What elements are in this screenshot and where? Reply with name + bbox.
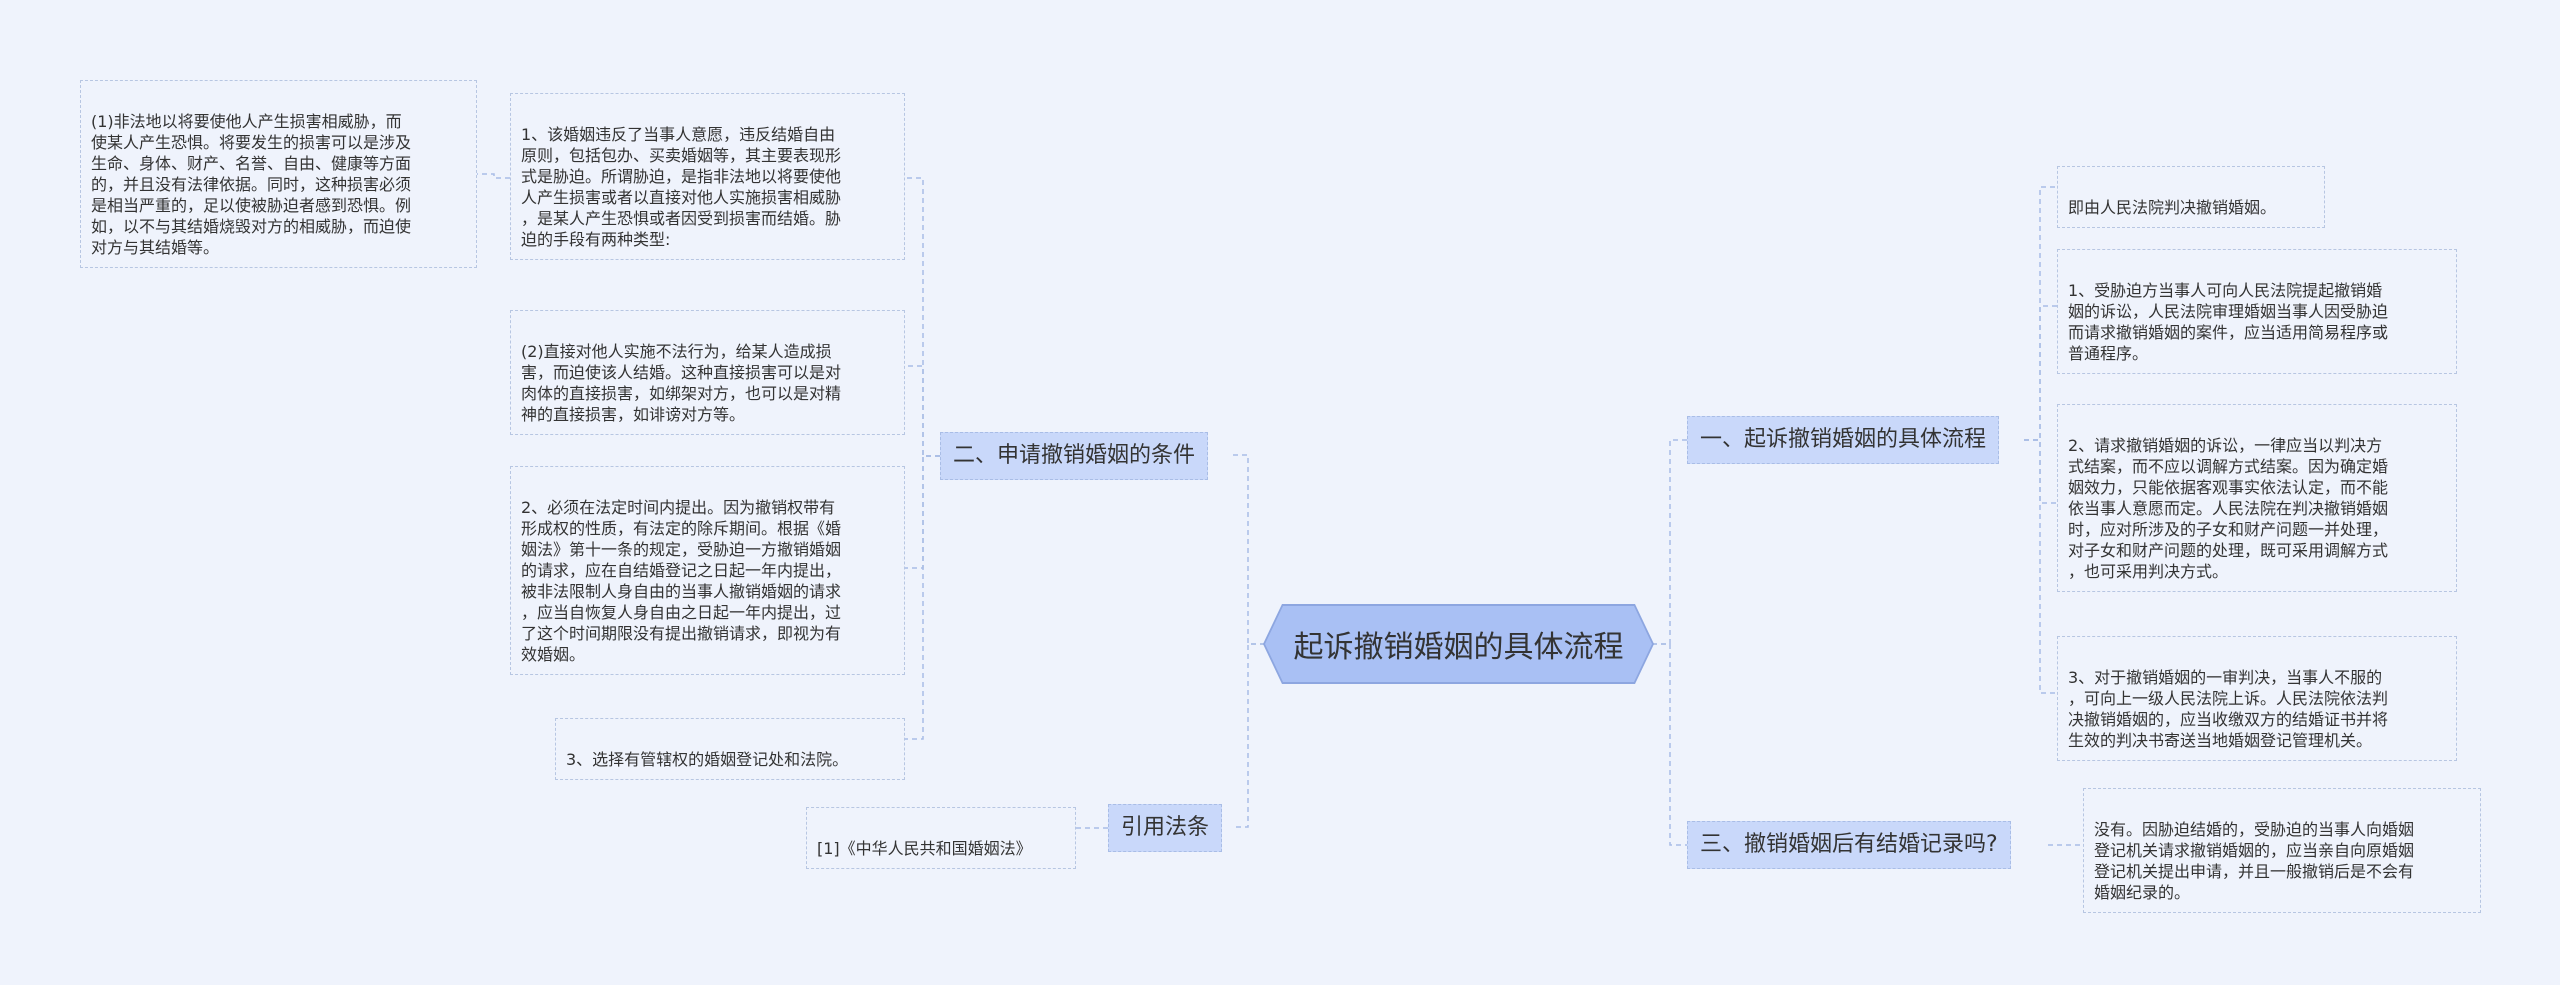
branch-process[interactable]: 一、起诉撤销婚姻的具体流程 <box>1687 416 2000 464</box>
branch-record-label: 三、撤销婚姻后有结婚记录吗? <box>1700 832 1998 857</box>
leaf-cond-3-text: 3、选择有管辖权的婚姻登记处和法院。 <box>566 750 849 769</box>
root-node[interactable]: 起诉撤销婚姻的具体流程 <box>1265 606 1652 682</box>
branch-process-label: 一、起诉撤销婚姻的具体流程 <box>1700 427 1987 452</box>
branch-conditions[interactable]: 二、申请撤销婚姻的条件 <box>940 432 1209 480</box>
leaf-record-1[interactable]: 没有。因胁迫结婚的，受胁迫的当事人向婚姻 登记机关请求撤销婚姻的，应当亲自向原婚… <box>2083 788 2481 913</box>
leaf-proc-2-text: 2、请求撤销婚姻的诉讼，一律应当以判决方 式结案，而不应以调解方式结案。因为确定… <box>2068 436 2389 581</box>
root-title: 起诉撤销婚姻的具体流程 <box>1293 630 1624 665</box>
leaf-cond-1b-text: (2)直接对他人实施不法行为，给某人造成损 害，而迫使该人结婚。这种直接损害可以… <box>521 342 842 424</box>
leaf-record-1-text: 没有。因胁迫结婚的，受胁迫的当事人向婚姻 登记机关请求撤销婚姻的，应当亲自向原婚… <box>2094 820 2415 902</box>
leaf-cond-3[interactable]: 3、选择有管辖权的婚姻登记处和法院。 <box>555 718 905 780</box>
leaf-proc-2[interactable]: 2、请求撤销婚姻的诉讼，一律应当以判决方 式结案，而不应以调解方式结案。因为确定… <box>2057 404 2457 592</box>
leaf-cond-1[interactable]: 1、该婚姻违反了当事人意愿，违反结婚自由 原则，包括包办、买卖婚姻等，其主要表现… <box>510 93 905 260</box>
leaf-law-1-text: [1]《中华人民共和国婚姻法》 <box>817 839 1032 858</box>
branch-law-label: 引用法条 <box>1121 815 1210 840</box>
leaf-proc-3[interactable]: 3、对于撤销婚姻的一审判决，当事人不服的 ，可向上一级人民法院上诉。人民法院依法… <box>2057 636 2457 761</box>
branch-law[interactable]: 引用法条 <box>1108 804 1223 852</box>
leaf-cond-1-text: 1、该婚姻违反了当事人意愿，违反结婚自由 原则，包括包办、买卖婚姻等，其主要表现… <box>521 125 842 249</box>
leaf-proc-1-text: 1、受胁迫方当事人可向人民法院提起撤销婚 姻的诉讼，人民法院审理婚姻当事人因受胁… <box>2068 281 2389 363</box>
leaf-proc-0-text: 即由人民法院判决撤销婚姻。 <box>2068 198 2277 217</box>
branch-conditions-label: 二、申请撤销婚姻的条件 <box>953 443 1196 468</box>
leaf-cond-1a-text: (1)非法地以将要使他人产生损害相威胁，而 使某人产生恐惧。将要发生的损害可以是… <box>91 112 412 257</box>
leaf-law-1[interactable]: [1]《中华人民共和国婚姻法》 <box>806 807 1076 869</box>
branch-record[interactable]: 三、撤销婚姻后有结婚记录吗? <box>1687 821 2011 869</box>
leaf-proc-3-text: 3、对于撤销婚姻的一审判决，当事人不服的 ，可向上一级人民法院上诉。人民法院依法… <box>2068 668 2389 750</box>
leaf-cond-1b[interactable]: (2)直接对他人实施不法行为，给某人造成损 害，而迫使该人结婚。这种直接损害可以… <box>510 310 905 435</box>
leaf-cond-2-text: 2、必须在法定时间内提出。因为撤销权带有 形成权的性质，有法定的除斥期间。根据《… <box>521 498 842 664</box>
leaf-proc-1[interactable]: 1、受胁迫方当事人可向人民法院提起撤销婚 姻的诉讼，人民法院审理婚姻当事人因受胁… <box>2057 249 2457 374</box>
leaf-cond-2[interactable]: 2、必须在法定时间内提出。因为撤销权带有 形成权的性质，有法定的除斥期间。根据《… <box>510 466 905 675</box>
leaf-proc-0[interactable]: 即由人民法院判决撤销婚姻。 <box>2057 166 2325 228</box>
leaf-cond-1a[interactable]: (1)非法地以将要使他人产生损害相威胁，而 使某人产生恐惧。将要发生的损害可以是… <box>80 80 477 268</box>
